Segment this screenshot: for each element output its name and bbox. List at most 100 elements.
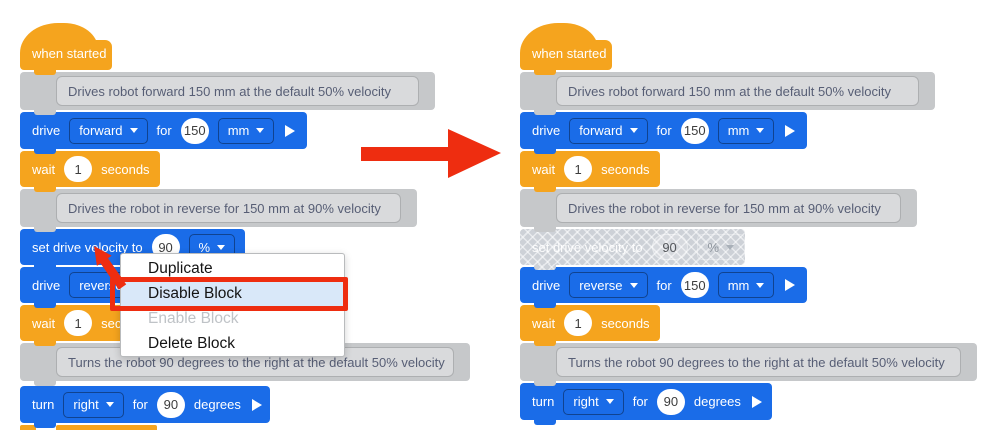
direction-dropdown[interactable]: reverse <box>569 272 648 298</box>
comment-block[interactable]: Drives the robot in reverse for 150 mm a… <box>20 189 417 232</box>
value-input: 90 <box>651 234 688 260</box>
block-label: wait <box>32 161 56 177</box>
direction-dropdown[interactable]: right <box>63 391 124 418</box>
block-label: for <box>632 394 648 409</box>
block-bump <box>534 109 556 115</box>
hat-label: when started <box>532 46 607 61</box>
block-bump <box>34 69 56 75</box>
hat-label: when started <box>32 46 107 61</box>
block-label: seconds <box>101 161 150 177</box>
chevron-down-icon <box>129 128 138 133</box>
transition-arrow-icon <box>361 129 501 178</box>
block-bump <box>34 148 56 154</box>
value-input[interactable]: 150 <box>680 117 709 144</box>
block-label: wait <box>532 315 556 331</box>
comment-text: Drives robot forward 150 mm at the defau… <box>556 76 919 106</box>
block-label: degrees <box>693 394 741 409</box>
drive-reverse-block[interactable]: drive reverse for 150 mm <box>520 267 807 308</box>
block-label: drive <box>532 123 561 138</box>
block-bump <box>34 109 56 115</box>
turn-block[interactable]: turn right for 90 degrees <box>20 386 270 428</box>
chevron-down-icon <box>605 399 614 404</box>
chevron-down-icon <box>756 282 765 288</box>
unit-dropdown[interactable]: mm <box>717 117 775 144</box>
value-input[interactable]: 150 <box>680 272 709 298</box>
set-drive-velocity-block-disabled[interactable]: set drive velocity to 90 % <box>520 229 746 270</box>
annotation-highlight-box <box>110 277 348 311</box>
when-started-hat-block[interactable]: when started <box>20 23 112 75</box>
dropdown-value: right <box>573 394 599 409</box>
block-label: wait <box>32 315 56 331</box>
block-bump <box>34 340 56 346</box>
block-label: set drive velocity to <box>32 239 143 255</box>
direction-dropdown[interactable]: forward <box>69 117 148 144</box>
block-bump <box>34 380 56 386</box>
chevron-down-icon <box>756 128 765 133</box>
drive-forward-block[interactable]: drive forward for 150 mm <box>520 112 807 154</box>
dropdown-value: forward <box>79 123 123 138</box>
wait-block[interactable]: wait 1 seconds <box>20 151 160 192</box>
value-input[interactable]: 90 <box>156 391 185 418</box>
direction-dropdown[interactable]: forward <box>569 117 648 144</box>
block-label: seconds <box>601 315 650 331</box>
partial-block-top <box>20 425 36 430</box>
block-label: seconds <box>601 161 650 177</box>
direction-dropdown[interactable]: right <box>563 388 624 415</box>
chevron-down-icon <box>629 282 638 288</box>
hat-side-shape <box>582 40 612 70</box>
dropdown-value: reverse <box>579 277 623 293</box>
drive-forward-block[interactable]: drive forward for 150 mm <box>20 112 307 154</box>
menu-item-disable-block[interactable]: Disable Block <box>121 281 344 306</box>
menu-item-duplicate[interactable]: Duplicate <box>148 260 213 277</box>
dropdown-value: % <box>707 239 720 255</box>
wait-block[interactable]: wait 1 seconds <box>520 151 660 192</box>
block-label: for <box>656 277 672 293</box>
play-icon[interactable] <box>251 398 262 411</box>
comment-block[interactable]: Drives robot forward 150 mm at the defau… <box>520 72 935 115</box>
block-label: turn <box>32 397 55 412</box>
value-input[interactable]: 1 <box>64 156 93 182</box>
dropdown-value: mm <box>727 123 750 138</box>
value-input[interactable]: 1 <box>564 310 593 336</box>
block-bump <box>534 340 556 346</box>
value-input[interactable]: 1 <box>64 310 93 336</box>
block-bump <box>534 226 556 232</box>
play-icon[interactable] <box>285 124 296 137</box>
unit-dropdown[interactable]: mm <box>217 117 275 144</box>
play-icon[interactable] <box>751 395 762 408</box>
play-icon[interactable] <box>785 124 796 137</box>
comment-block[interactable]: Turns the robot 90 degrees to the right … <box>520 343 977 386</box>
menu-item-enable-block[interactable]: Enable Block <box>148 310 239 327</box>
block-label: for <box>132 397 148 412</box>
wait-block[interactable]: wait 1 seconds <box>520 305 660 346</box>
block-label: drive <box>532 277 561 293</box>
annotation-pointer-arrow-icon <box>94 246 127 290</box>
block-label: for <box>656 123 672 138</box>
block-bump <box>534 69 556 75</box>
block-bump <box>34 422 56 428</box>
block-label: wait <box>532 161 556 177</box>
play-icon[interactable] <box>785 279 796 291</box>
comment-text: Drives the robot in reverse for 150 mm a… <box>556 193 901 223</box>
block-bump <box>34 264 56 270</box>
value-input[interactable]: 90 <box>656 388 685 415</box>
unit-dropdown[interactable]: mm <box>717 272 775 298</box>
comment-text: Drives robot forward 150 mm at the defau… <box>56 76 419 106</box>
when-started-hat-block[interactable]: when started <box>520 23 612 75</box>
hat-side-shape <box>82 40 112 70</box>
comment-text: Turns the robot 90 degrees to the right … <box>556 347 961 377</box>
chevron-down-icon <box>217 244 226 250</box>
context-menu: Duplicate Disable Block Enable Block Del… <box>120 253 345 357</box>
turn-block[interactable]: turn right for 90 degrees <box>520 383 772 425</box>
dropdown-value: right <box>73 397 99 412</box>
block-label: drive <box>32 123 61 138</box>
dropdown-value: % <box>198 239 211 255</box>
block-label: drive <box>32 277 61 293</box>
menu-item-delete-block[interactable]: Delete Block <box>148 335 236 352</box>
value-input[interactable]: 1 <box>564 156 593 182</box>
comment-block[interactable]: Drives the robot in reverse for 150 mm a… <box>520 189 917 232</box>
value-input[interactable]: 150 <box>180 117 209 144</box>
comment-block[interactable]: Drives robot forward 150 mm at the defau… <box>20 72 435 115</box>
block-label: set drive velocity to <box>532 239 643 255</box>
chevron-down-icon <box>105 402 114 407</box>
